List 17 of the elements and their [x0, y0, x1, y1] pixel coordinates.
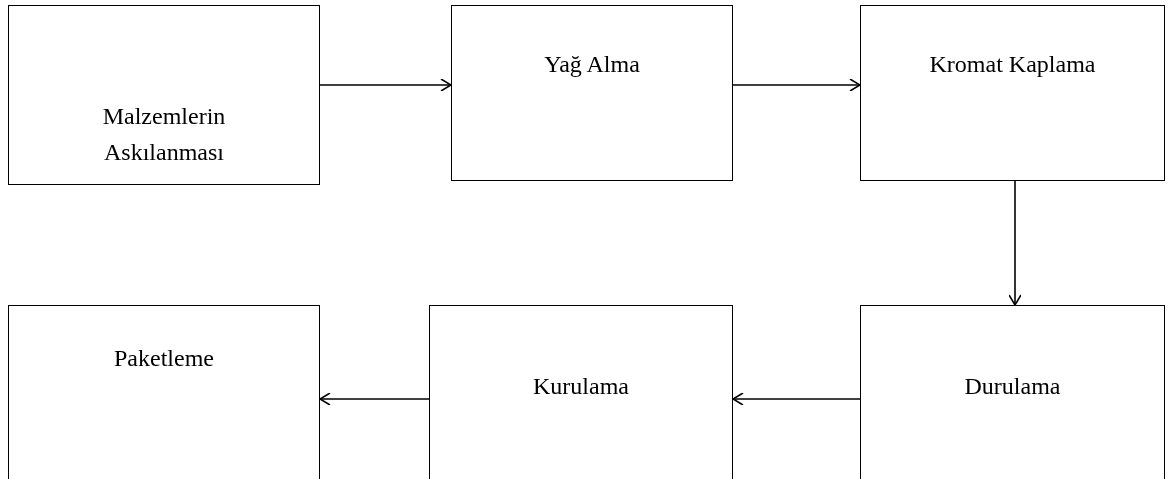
step-label: Kurulama [533, 372, 629, 401]
process-box [860, 5, 1165, 181]
process-box [8, 305, 320, 479]
process-box [860, 305, 1165, 479]
arrow [732, 392, 861, 406]
step-label: Malzemlerin Askılanması [101, 102, 227, 167]
process-box [451, 5, 733, 181]
arrow [319, 78, 452, 92]
arrow [319, 392, 430, 406]
arrow [1008, 180, 1022, 306]
step-label: Paketleme [114, 344, 214, 373]
process-box [8, 5, 320, 185]
arrow [732, 78, 861, 92]
process-box [429, 305, 733, 479]
step-label: Durulama [964, 372, 1061, 401]
step-label: Kromat Kaplama [929, 50, 1096, 79]
step-label: Yağ Alma [544, 50, 640, 79]
